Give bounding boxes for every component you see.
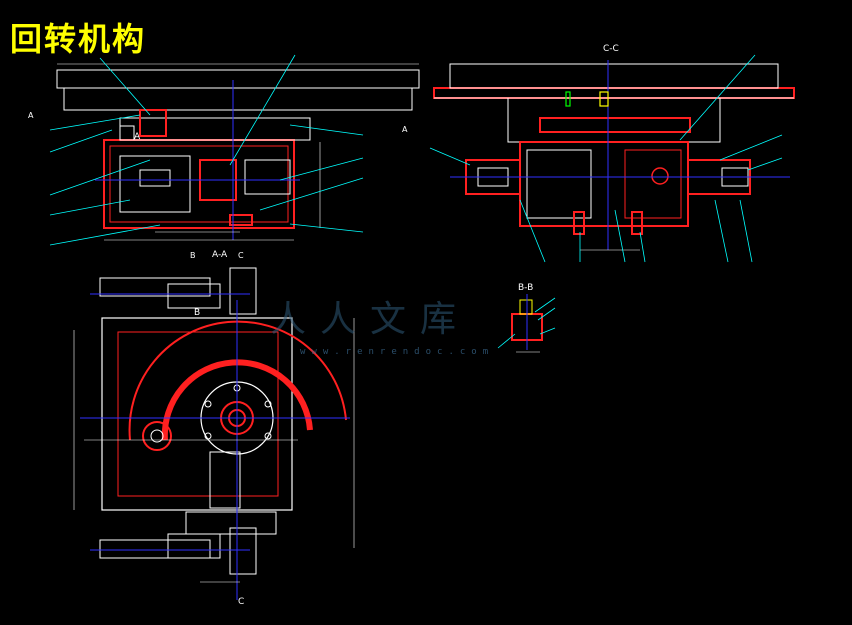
section-cc-label: C-C xyxy=(603,44,619,54)
front-elevation-view xyxy=(49,54,420,246)
mark-a-label: A xyxy=(134,132,141,142)
section-aa-view xyxy=(73,267,355,600)
watermark-url: www.renrendoc.com xyxy=(300,347,495,357)
section-cc-view xyxy=(429,54,795,263)
section-bb-label: B-B xyxy=(518,283,534,293)
section-bb-view xyxy=(497,294,556,353)
svg-text:B: B xyxy=(190,251,196,260)
section-aa-label: A-A xyxy=(212,250,228,260)
watermark-text: 人人文库 xyxy=(270,299,471,340)
svg-text:C: C xyxy=(238,251,244,260)
mark-c-label: C xyxy=(238,597,245,607)
section-marks: A B C A xyxy=(28,111,408,260)
mark-b-label: B xyxy=(194,308,201,318)
svg-text:A: A xyxy=(28,111,34,120)
svg-text:A: A xyxy=(402,125,408,134)
drawing-title: 回转机构 xyxy=(10,20,147,58)
